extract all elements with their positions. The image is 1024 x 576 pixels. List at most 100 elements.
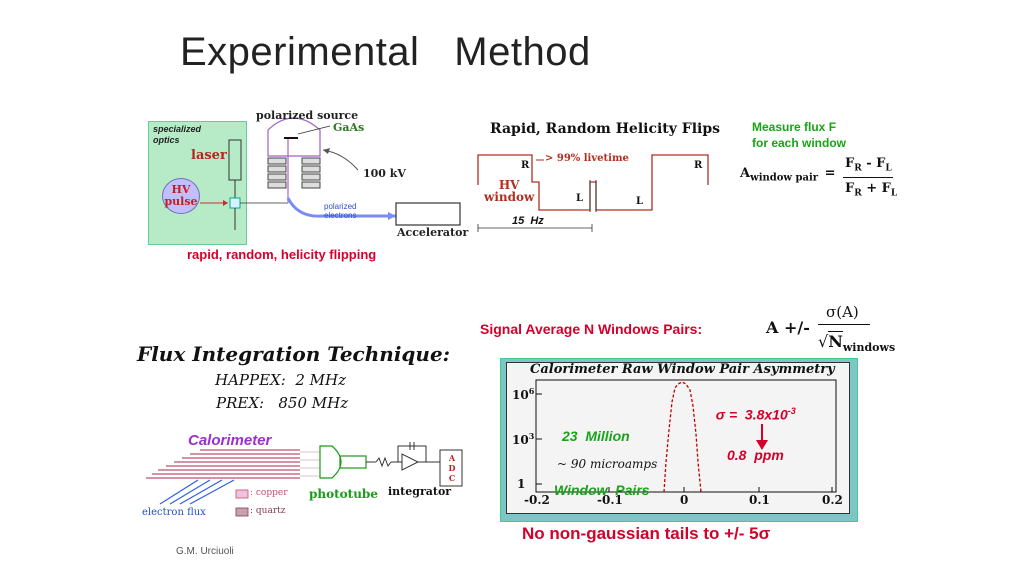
a-plus-minus: A +/- <box>766 318 810 337</box>
gaas-label: GaAs <box>333 121 365 134</box>
phototube-head <box>319 445 342 479</box>
hv-window-hv: HV <box>498 178 520 192</box>
polarized-word: polarized <box>324 202 357 211</box>
pulse-label: pulse <box>164 195 198 208</box>
prex-rate: PREX: 850 MHz <box>216 394 349 412</box>
laser-box <box>228 139 242 181</box>
y-tick-1-base: 1 <box>517 477 526 491</box>
electron-flux-lines <box>159 479 235 505</box>
y-tick-1e6-base: 10 <box>512 388 529 402</box>
hv-pulse-circle: HV pulse <box>162 178 200 214</box>
pockels-cell <box>229 197 241 209</box>
calorimeter-label: Calorimeter <box>188 432 272 449</box>
phototube-body <box>339 455 367 469</box>
million-line: 23 Million <box>562 428 630 444</box>
y-tick-1e6: 106 <box>512 386 534 402</box>
hv-arrow-head <box>223 200 228 206</box>
sigma-value: σ = 3.8x10-3 <box>708 390 796 423</box>
y-tick-1e3-exp: 3 <box>528 431 535 441</box>
x-tick-0: 0 <box>680 493 689 507</box>
hv-label: HV <box>171 183 191 196</box>
r2-label: R <box>694 160 703 171</box>
x-tick-m01: -0.1 <box>597 493 623 507</box>
specialized-optics-label: specialized optics <box>153 124 223 146</box>
sqrt-n-windows: √Nwindows <box>818 331 896 355</box>
adc-c: C <box>448 473 456 483</box>
sigma-exp: -3 <box>787 406 796 416</box>
quartz-label: : quartz <box>250 506 286 516</box>
helicity-title: Rapid, Random Helicity Flips <box>490 121 721 137</box>
y-tick-1e3-base: 10 <box>512 433 529 447</box>
adc-a: A <box>448 453 456 463</box>
num-op: - F <box>861 156 886 171</box>
optics-label: optics <box>153 135 180 145</box>
helicity-waveform <box>477 154 709 232</box>
x-tick-01: 0.1 <box>749 493 770 507</box>
window-pairs-line: Window Pairs <box>554 482 650 498</box>
l1-label: L <box>576 193 584 204</box>
hv-window-label: HV window <box>484 179 534 203</box>
histogram-plot <box>535 379 837 493</box>
sigma-text: σ = 3.8x10 <box>715 406 788 423</box>
electron-arrow-head <box>388 212 396 220</box>
asymmetry-numerator: FR - FL <box>845 156 892 174</box>
flux-integration-title: Flux Integration Technique: <box>137 342 451 366</box>
copper-swatch <box>235 489 249 499</box>
y-tick-1: 1 <box>517 477 525 491</box>
sigma-a: σ(A) <box>826 303 859 321</box>
ppm-arrow-head <box>756 440 768 450</box>
voltage-label: 100 kV <box>363 167 406 180</box>
author-footer: G.M. Urciuoli <box>176 546 234 557</box>
specialized-optics-box <box>148 121 247 245</box>
den-fr: F <box>845 181 855 196</box>
accelerator-box <box>395 202 461 226</box>
quartz-swatch <box>235 507 249 517</box>
calorimeter-layers <box>146 449 300 479</box>
asymmetry-lhs: Awindow pair = <box>740 166 836 184</box>
gaas-pointer <box>297 125 331 135</box>
equals-sign: = <box>824 166 836 181</box>
measure-line-1: Measure flux F <box>752 120 837 134</box>
light-guide-lines <box>300 451 320 477</box>
adc-box <box>439 449 463 487</box>
resistor <box>375 456 392 468</box>
windows-sub: windows <box>842 341 896 355</box>
electrons-word: electrons <box>324 211 357 220</box>
r1-label: R <box>521 160 530 171</box>
livetime-label: > 99% livetime <box>545 153 629 164</box>
measure-flux-text: Measure flux F for each window <box>752 119 846 151</box>
source-dome <box>267 117 321 157</box>
happex-rate: HAPPEX: 2 MHz <box>215 371 346 389</box>
n-symbol: N <box>828 331 843 351</box>
window-pairs-count: 23 Million Window Pairs <box>554 391 650 517</box>
electron-flux-label: electron flux <box>142 507 206 518</box>
signal-average-label: Signal Average N Windows Pairs: <box>480 321 703 337</box>
polarized-source-label: polarized source <box>256 109 359 122</box>
den-r-sub: R <box>854 188 862 199</box>
phototube-label: phototube <box>309 487 378 501</box>
num-r-sub: R <box>854 163 862 174</box>
a-symbol: A <box>740 166 751 181</box>
accelerator-label: Accelerator <box>397 226 469 239</box>
calorimeter-diagram <box>146 442 463 517</box>
asymmetry-denominator: FR + FL <box>845 181 897 199</box>
den-op: + F <box>861 181 891 196</box>
kv-arrow-head <box>323 148 330 154</box>
electron-beam <box>286 197 396 218</box>
feedback-loop <box>397 445 427 462</box>
histogram-panel <box>506 362 850 514</box>
num-fr: F <box>845 156 855 171</box>
num-l-sub: L <box>885 163 892 174</box>
polarized-electrons-label: polarized electrons <box>324 202 356 220</box>
slide-title: Experimental Method <box>180 30 591 74</box>
source-coils <box>267 157 321 189</box>
helicity-caption: rapid, random, helicity flipping <box>187 247 377 262</box>
measure-line-2: for each window <box>752 136 847 150</box>
signal-fraction-bar <box>818 324 870 325</box>
y-tick-1e6-exp: 6 <box>528 386 535 396</box>
histogram-title: Calorimeter Raw Window Pair Asymmetry <box>530 362 835 377</box>
x-tick-02: 0.2 <box>822 493 843 507</box>
rate-label: 15 Hz <box>512 215 544 227</box>
polarized-source-diagram <box>200 117 461 230</box>
x-tick-marks <box>535 487 833 492</box>
